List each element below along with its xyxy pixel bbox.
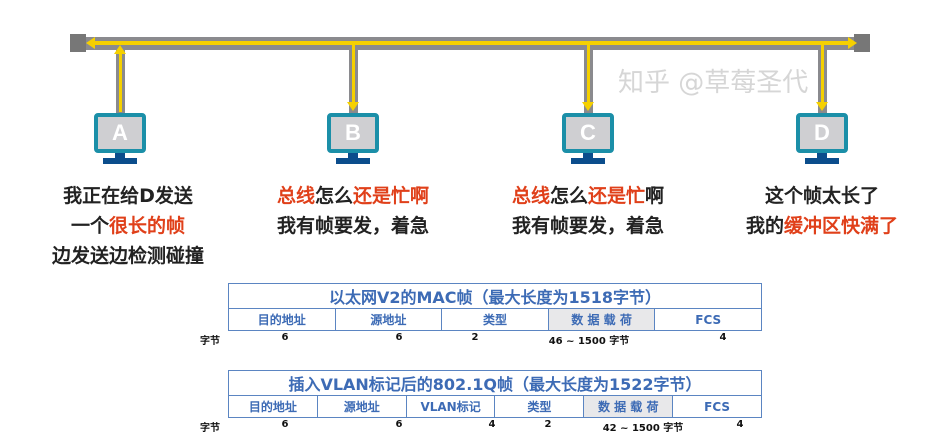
caption-line: 这个帧太长了	[712, 181, 932, 211]
arrow-down-icon	[347, 102, 359, 111]
caption-segment: 我的	[745, 215, 784, 237]
field-cell: VLAN标记	[405, 395, 496, 418]
signal-line	[821, 45, 824, 103]
field-cell: 目的地址	[228, 395, 318, 418]
bus-terminator-right	[854, 34, 870, 52]
vlan-frame-title: 插入VLAN标记后的802.1Q帧（最大长度为1522字节）	[228, 370, 762, 396]
station-label: C	[580, 120, 596, 145]
signal-line	[119, 52, 122, 112]
mac-frame-title: 以太网V2的MAC帧（最大长度为1518字节）	[228, 283, 762, 309]
monitor-stand	[348, 153, 358, 159]
station-caption: 这个帧太长了我的缓冲区快满了	[712, 181, 932, 241]
caption-line: 我正在给D发送	[18, 181, 238, 211]
station-caption: 总线怎么还是忙啊我有帧要发，着急	[478, 181, 698, 241]
caption-segment: 总线	[276, 185, 315, 207]
caption-segment: 怎么	[314, 185, 353, 207]
field-cell: FCS	[672, 395, 762, 418]
station-caption: 我正在给D发送一个很长的帧边发送边检测碰撞	[18, 181, 238, 271]
monitor-stand	[115, 153, 125, 159]
monitor-stand	[583, 153, 593, 159]
caption-segment: 一个	[70, 215, 109, 237]
caption-line: 我有帧要发，着急	[243, 211, 463, 241]
caption-segment: 我有帧要发，着急	[276, 215, 429, 237]
field-cell: FCS	[654, 308, 762, 331]
field-bytes: 4	[719, 332, 727, 343]
caption-line: 边发送边检测碰撞	[18, 241, 238, 271]
caption-line: 总线怎么还是忙啊	[478, 181, 698, 211]
caption-segment: 总线	[511, 185, 550, 207]
station-label: A	[112, 120, 128, 145]
monitor-base	[571, 158, 605, 164]
field-cell: 数 据 载 荷	[547, 308, 656, 331]
monitor-base	[805, 158, 839, 164]
station-label: D	[814, 120, 830, 145]
monitor-stand	[817, 153, 827, 159]
caption-segment: 这个帧太长了	[764, 185, 879, 207]
field-cell: 数 据 载 荷	[583, 395, 674, 418]
monitor-base	[336, 158, 370, 164]
signal-line	[92, 41, 848, 45]
caption-segment: 很长的帧	[109, 215, 186, 237]
field-bytes: 6	[281, 332, 289, 343]
arrow-up-icon	[114, 45, 126, 54]
signal-line	[587, 45, 590, 103]
caption-segment: 啊	[645, 185, 665, 207]
field-cell: 类型	[494, 395, 585, 418]
field-cell: 源地址	[316, 395, 407, 418]
caption-line: 我有帧要发，着急	[478, 211, 698, 241]
field-bytes: 6	[281, 419, 289, 430]
bus-terminator-left	[70, 34, 86, 52]
arrow-right-icon	[848, 37, 857, 49]
field-cell: 类型	[441, 308, 549, 331]
field-cell: 目的地址	[228, 308, 336, 331]
caption-line: 我的缓冲区快满了	[712, 211, 932, 241]
monitor-base	[103, 158, 137, 164]
field-bytes: 42 ~ 1500 字节	[602, 423, 684, 434]
arrow-down-icon	[816, 102, 828, 111]
field-bytes: 2	[471, 332, 479, 343]
caption-segment: 边发送边检测碰撞	[51, 245, 204, 267]
arrow-left-icon	[86, 37, 95, 49]
signal-line	[352, 45, 355, 103]
caption-segment: 怎么	[549, 185, 588, 207]
bytes-label-1: 字节	[200, 336, 220, 347]
caption-line: 一个很长的帧	[18, 211, 238, 241]
caption-segment: 我有帧要发，着急	[511, 215, 664, 237]
field-bytes: 46 ~ 1500 字节	[548, 336, 630, 347]
computer-icon: D	[796, 113, 848, 153]
field-bytes: 6	[395, 332, 403, 343]
station-label: B	[345, 120, 361, 145]
computer-icon: B	[327, 113, 379, 153]
caption-segment: 还是忙	[588, 185, 646, 207]
computer-icon: A	[94, 113, 146, 153]
arrow-down-icon	[582, 102, 594, 111]
station-caption: 总线怎么还是忙啊我有帧要发，着急	[243, 181, 463, 241]
field-bytes: 4	[736, 419, 744, 430]
watermark: 知乎 @草莓圣代	[618, 68, 809, 98]
caption-segment: 我正在给D发送	[63, 185, 193, 207]
caption-line: 总线怎么还是忙啊	[243, 181, 463, 211]
computer-icon: C	[562, 113, 614, 153]
caption-segment: 还是忙啊	[353, 185, 430, 207]
field-bytes: 6	[395, 419, 403, 430]
field-bytes: 4	[488, 419, 496, 430]
mac-frame-table: 以太网V2的MAC帧（最大长度为1518字节） 目的地址源地址类型数 据 载 荷…	[228, 283, 762, 331]
field-bytes: 2	[544, 419, 552, 430]
bytes-label-2: 字节	[200, 423, 220, 434]
field-cell: 源地址	[334, 308, 443, 331]
caption-segment: 缓冲区快满了	[784, 215, 899, 237]
